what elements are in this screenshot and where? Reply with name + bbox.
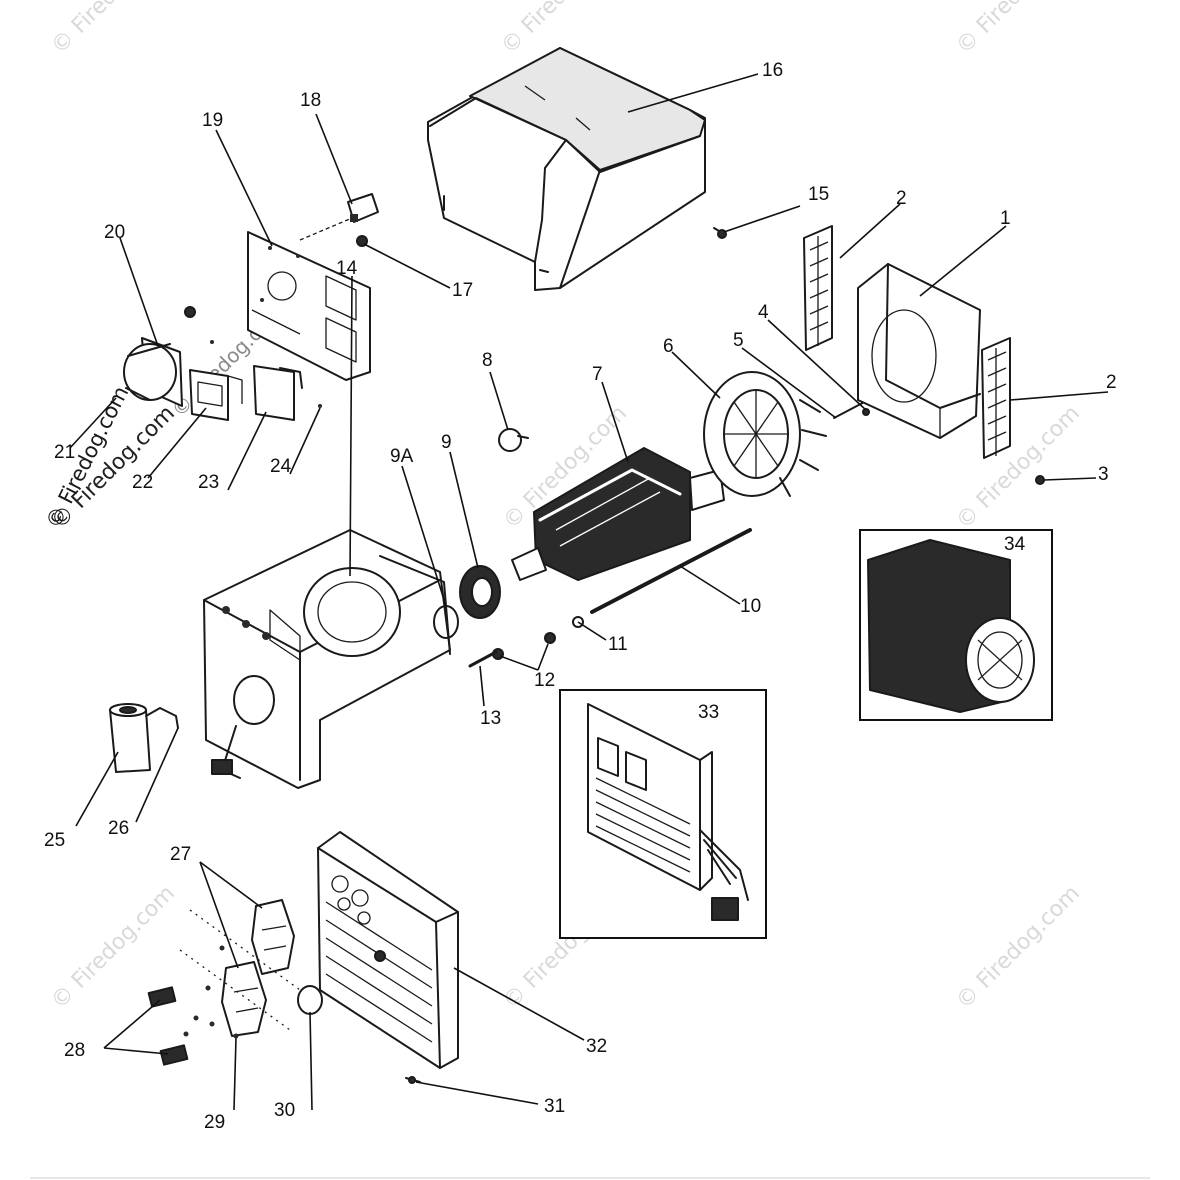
label-part-25: 25 — [44, 830, 65, 851]
label-part-18: 18 — [300, 90, 321, 111]
label-part-21: 21 — [54, 442, 75, 463]
label-part-6: 6 — [663, 336, 674, 357]
part-6-fan — [703, 371, 827, 497]
part-1-end-frame — [857, 263, 981, 439]
label-part-9a: 9A — [390, 446, 414, 467]
label-part-1: 1 — [1000, 208, 1011, 229]
label-part-23: 23 — [198, 472, 219, 493]
part-32-control-panel — [317, 831, 459, 1069]
label-part-7: 7 — [592, 364, 603, 385]
part-31-screw — [405, 1076, 421, 1084]
label-part-9: 9 — [441, 432, 452, 453]
part-20-receptacle — [123, 337, 183, 407]
part-28-breaker-lower — [159, 1044, 189, 1066]
part-15-screw — [713, 227, 727, 239]
label-part-14: 14 — [336, 258, 358, 279]
label-part-19: 19 — [202, 110, 223, 131]
label-part-2: 2 — [1106, 372, 1117, 393]
part-18-switch — [347, 193, 379, 223]
part-number-labels: 1 2 2 3 4 5 6 7 8 9 9A 10 11 12 13 14 15… — [44, 60, 1117, 1133]
part-7-rotor — [511, 447, 725, 581]
part-10-through-bolt — [590, 528, 752, 614]
part-14-stator-housing — [203, 529, 451, 789]
label-part-8: 8 — [482, 350, 493, 371]
label-part-17: 17 — [452, 280, 473, 301]
part-3-screw — [1035, 475, 1045, 485]
label-part-13: 13 — [480, 708, 501, 729]
label-part-30: 30 — [274, 1100, 295, 1121]
part-19-panel-plate — [247, 231, 371, 381]
label-part-15: 15 — [808, 184, 829, 205]
part-2-grille-upper — [803, 225, 833, 351]
label-part-3: 3 — [1098, 464, 1109, 485]
label-part-4: 4 — [758, 302, 769, 323]
label-part-10: 10 — [740, 596, 761, 617]
label-part-33: 33 — [698, 702, 719, 723]
part-29-screws — [183, 945, 239, 1039]
label-part-29: 29 — [204, 1112, 225, 1133]
part-27-receptacle-lower — [221, 961, 267, 1037]
label-part-16: 16 — [762, 60, 783, 81]
label-part-32: 32 — [586, 1036, 607, 1057]
part-13-stud — [468, 650, 498, 668]
small-nut-left — [184, 306, 196, 318]
label-part-5: 5 — [733, 330, 744, 351]
part-9-bearing — [459, 565, 501, 619]
label-part-12: 12 — [534, 670, 555, 691]
part-30-knob — [297, 985, 323, 1015]
watermark: © Firedog.com — [47, 0, 180, 59]
part-28-breaker-upper — [147, 986, 177, 1008]
label-part-27: 27 — [170, 844, 191, 865]
inset-33-panel-assembly — [559, 689, 767, 939]
label-part-24: 24 — [270, 456, 292, 477]
label-part-34: 34 — [1004, 534, 1026, 555]
watermark: © Firedog.com — [952, 881, 1085, 1014]
label-part-22: 22 — [132, 472, 153, 493]
label-part-28: 28 — [64, 1040, 85, 1061]
part-25-capacitor — [109, 703, 151, 773]
label-part-20: 20 — [104, 222, 125, 243]
part-26-clip — [145, 707, 179, 729]
leader-lines — [69, 73, 1109, 1111]
watermark: © Firedog.com — [952, 0, 1085, 59]
label-part-2: 2 — [896, 188, 907, 209]
part-8-brush — [498, 428, 529, 452]
part-12-washer — [544, 632, 556, 644]
part-23-plate — [253, 365, 303, 421]
part-22-meter — [189, 369, 243, 421]
label-part-31: 31 — [544, 1096, 565, 1117]
label-part-11: 11 — [608, 634, 628, 655]
part-27-receptacle-upper — [251, 899, 295, 975]
part-16-top-cover — [427, 47, 706, 291]
inset-34-assembled-generator — [859, 529, 1053, 721]
part-2-grille-lower — [981, 337, 1011, 459]
watermark: © Firedog.com — [952, 401, 1085, 534]
label-part-26: 26 — [108, 818, 129, 839]
